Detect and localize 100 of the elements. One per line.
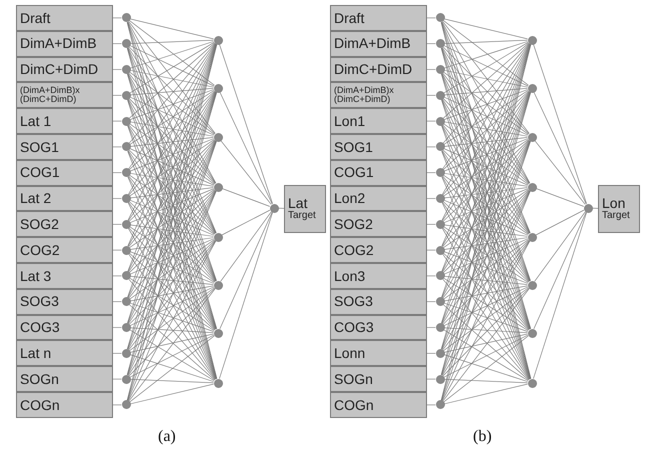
connector-line: [443, 42, 529, 118]
input-neuron: [122, 65, 130, 74]
connector-line: [130, 88, 214, 96]
input-neuron: [122, 400, 130, 410]
input-label: SOG3: [20, 294, 60, 310]
connector-line: [442, 21, 530, 134]
input-label: COGn: [20, 398, 61, 412]
input-neuron: [122, 374, 130, 384]
input-neuron: [436, 90, 444, 100]
input-neuron: [122, 39, 130, 48]
connector-line: [444, 122, 528, 137]
connector-line: [444, 224, 528, 237]
connector-line: [536, 188, 584, 207]
connector-line: [220, 92, 272, 204]
connector-line: [130, 200, 214, 236]
input-box: [330, 134, 427, 160]
connector-line: [442, 240, 530, 325]
connector-line: [128, 140, 216, 247]
connector-line: [129, 139, 215, 196]
output-box: [598, 185, 640, 233]
input-box: [16, 186, 113, 212]
input-label: DimC+DimD: [20, 62, 100, 77]
connector-line: [128, 240, 216, 402]
input-label: Lon1: [334, 114, 366, 128]
connector-line: [128, 240, 216, 325]
input-label: SOG2: [20, 216, 60, 232]
input-box: [16, 30, 113, 57]
input-box: [16, 288, 113, 315]
input-label: Draft: [20, 10, 52, 26]
connector-line: [444, 89, 528, 120]
connector-line: [444, 90, 528, 145]
input-box: [16, 340, 113, 366]
connector-line: [128, 201, 216, 282]
input-box: [16, 134, 113, 160]
input-box: [330, 288, 427, 315]
input-label: Lon3: [334, 268, 366, 284]
input-label: COG3: [20, 320, 61, 335]
connector-line: [112, 198, 122, 199]
connector-line: [533, 44, 587, 204]
input-box: [330, 56, 427, 82]
input-neuron: [122, 116, 130, 126]
connector-line: [130, 96, 214, 136]
connector-line: [444, 327, 528, 334]
input-box: [330, 392, 427, 418]
connector-line: [128, 288, 216, 402]
input-box: [330, 263, 427, 289]
connector-line: [444, 18, 528, 40]
input-box: [330, 30, 427, 57]
connector-line: [130, 384, 214, 404]
connector-line: [130, 188, 214, 223]
panel-label: (b): [473, 428, 492, 446]
input-label: COG1: [20, 165, 61, 180]
connector-line: [442, 140, 530, 247]
input-label: Lon2: [334, 191, 366, 206]
connector-line: [444, 200, 528, 236]
connector-line: [129, 239, 215, 300]
input-neuron: [436, 116, 444, 126]
input-box: [16, 366, 113, 392]
connector-line: [130, 42, 214, 94]
input-label: SOG3: [334, 294, 374, 310]
connector-line: [442, 288, 530, 402]
input-neuron: [436, 348, 444, 358]
connector-line: [129, 123, 215, 185]
connector-line: [220, 211, 272, 282]
connector-line: [130, 148, 214, 186]
connector-line: [129, 335, 215, 402]
connector-line: [130, 122, 214, 137]
connector-line: [130, 41, 214, 68]
input-label: Lat 1: [20, 114, 52, 128]
input-neuron: [122, 297, 130, 306]
connector-line: [128, 190, 216, 298]
connector-line: [442, 240, 530, 350]
connector-line: [444, 302, 528, 332]
connector-line: [129, 189, 215, 248]
connector-line: [444, 173, 528, 187]
connector-line: [444, 96, 528, 136]
input-box: [16, 56, 113, 82]
input-box: [330, 314, 427, 340]
connector-line: [443, 252, 529, 330]
input-box: [16, 211, 113, 238]
connector-line: [444, 148, 528, 186]
hidden-neuron: [214, 378, 222, 388]
connector-line: [443, 72, 529, 135]
hidden-neuron: [214, 328, 222, 338]
input-neuron: [436, 246, 444, 255]
input-neuron: [436, 400, 444, 410]
connector-line: [443, 174, 529, 235]
input-label: COGn: [334, 398, 375, 412]
connector-line: [442, 140, 530, 222]
input-label: Lat n: [20, 346, 52, 361]
connector-line: [443, 287, 529, 351]
connector-line: [426, 327, 436, 328]
connector-line: [129, 252, 215, 330]
connector-line: [130, 187, 214, 198]
input-box: [330, 108, 427, 134]
connector-line: [534, 92, 586, 204]
connector-line: [442, 124, 530, 234]
target-label: Target: [288, 211, 317, 222]
input-neuron: [122, 348, 130, 358]
connector-line: [130, 276, 214, 285]
